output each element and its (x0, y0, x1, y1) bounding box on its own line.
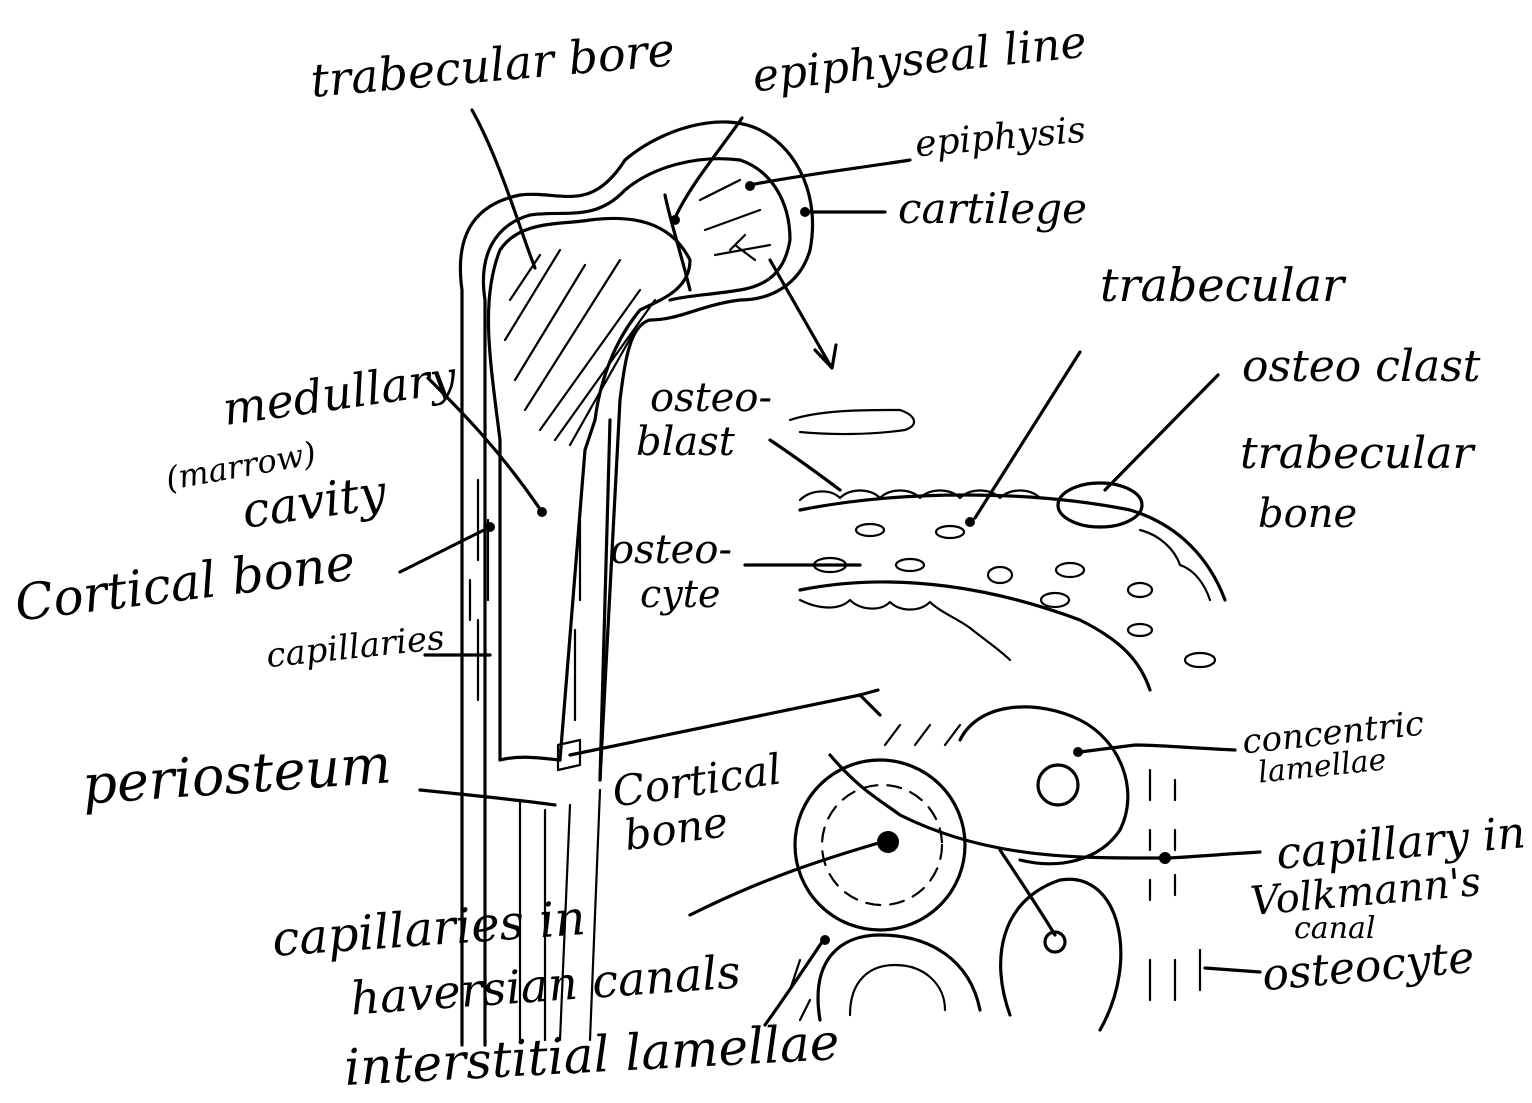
epiphysis-hatching (700, 180, 770, 260)
label-osteoblast-2: blast (636, 422, 735, 462)
upper-floating-cells (790, 410, 914, 434)
lacuna (856, 524, 884, 536)
trabecular-hatching (505, 250, 655, 445)
lacuna (936, 526, 964, 538)
leader-osteocyte-bottom (1205, 968, 1260, 972)
osteon-right-arc (960, 707, 1128, 864)
label-trabecular-bone-right-1: trabecular (1240, 432, 1473, 476)
lacuna (896, 559, 924, 571)
osteon-lower-right (1001, 879, 1121, 1030)
leader-epiphyseal-line (675, 118, 742, 218)
label-osteocyte-mid-2: cyte (640, 575, 721, 613)
leader-concentric (1080, 745, 1235, 752)
leader-epiphysis (750, 160, 910, 185)
label-osteoblast-1: osteo- (650, 378, 772, 418)
leader-cortical-bone-left (400, 527, 490, 572)
lacuna (988, 567, 1012, 583)
label-trabecular-bone-right-2: bone (1258, 494, 1357, 534)
bottom-cells (800, 600, 1010, 660)
shaft-right-inner (560, 450, 585, 760)
leader-osteoclast (1105, 375, 1218, 490)
arrow-cortex-to-osteon (570, 690, 880, 755)
label-trabecular-right: trabecular (1100, 262, 1344, 308)
lacuna (1056, 563, 1084, 577)
lacuna (1128, 624, 1152, 636)
osteon-detail (790, 707, 1200, 1030)
shaft-bottom (500, 757, 560, 760)
osteon-lower (818, 935, 980, 1020)
leader-periosteum (420, 790, 555, 805)
lacuna (1128, 583, 1152, 597)
leader-haversian (690, 842, 882, 915)
label-osteocyte-mid-1: osteo- (610, 530, 732, 570)
lacuna (1041, 593, 1069, 607)
lining-cells (1140, 530, 1210, 600)
arrow-epiphysis-to-trabecular (770, 260, 836, 368)
osteon-right-canal (1038, 765, 1078, 805)
label-capillary-volkmann-3: canal (1294, 914, 1376, 944)
lacuna (1185, 653, 1215, 667)
osteon-lower-inner (850, 965, 945, 1015)
trabecular-upper-edge (800, 495, 1225, 600)
trabecular-lower-edge (800, 582, 1150, 690)
leader-lines (400, 110, 1260, 1025)
leader-osteoblast (770, 440, 840, 490)
volkmann-hatching (1150, 770, 1200, 1000)
label-osteoclast: osteo clast (1242, 345, 1480, 389)
trabecular-detail (790, 410, 1225, 690)
leader-interstitial (765, 942, 822, 1025)
label-cartilage: cartilege (898, 188, 1087, 230)
